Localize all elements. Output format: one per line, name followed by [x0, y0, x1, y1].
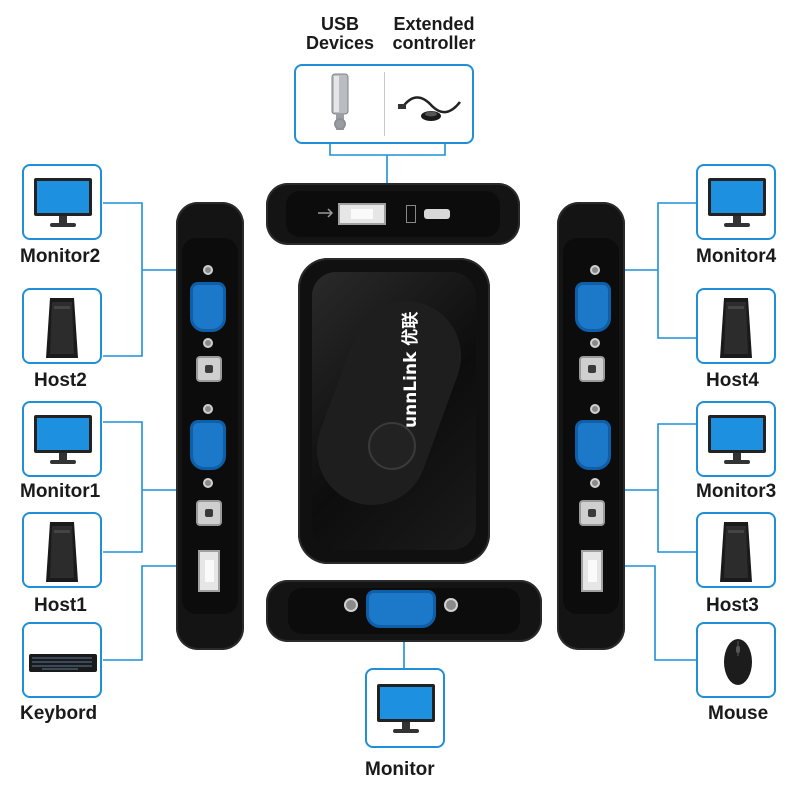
vga-port-3 [575, 420, 611, 470]
vga-port-output [366, 590, 436, 628]
screw [203, 404, 213, 414]
kvm-right-side [557, 202, 625, 650]
monitor3-label: Monitor3 [696, 481, 777, 502]
keyboard-icon [29, 654, 97, 672]
usb-flash-drive-icon [331, 73, 349, 130]
usb-devices-label: USB Devices [305, 14, 375, 53]
monitor4-label: Monitor4 [696, 246, 777, 267]
monitor-label: Monitor [365, 759, 435, 780]
host-pc-icon [46, 298, 78, 358]
host1-label: Host1 [34, 595, 87, 616]
host3-label: Host3 [706, 595, 759, 616]
host1-box [22, 512, 102, 588]
screw [203, 478, 213, 488]
usb-symbol-icon [318, 208, 334, 218]
extended-controller-label: Extended controller [392, 14, 476, 53]
screw [444, 598, 458, 612]
kvm-top-view: unnLink 优联 [298, 258, 490, 564]
kvm-bottom-edge [266, 580, 542, 642]
brand-logo: unnLink 优联 [401, 311, 421, 428]
switch-button [368, 422, 416, 470]
usb-devices-box [294, 64, 474, 144]
monitor3-box [696, 401, 776, 477]
mouse-box [696, 622, 776, 698]
usb-a-port [338, 203, 386, 225]
monitor-icon [34, 415, 92, 464]
keyboard-label: Keybord [20, 703, 98, 724]
vga-port-2 [190, 282, 226, 332]
micro-usb-port [424, 209, 450, 219]
vga-port-1 [190, 420, 226, 470]
monitor-icon [708, 415, 766, 464]
vga-port-4 [575, 282, 611, 332]
screw [590, 478, 600, 488]
monitor-box [365, 668, 445, 748]
monitor-icon [377, 684, 435, 733]
mouse-label: Mouse [708, 703, 769, 724]
monitor1-box [22, 401, 102, 477]
microusb-symbol-icon [406, 205, 416, 223]
screw [203, 338, 213, 348]
kvm-top-edge [266, 183, 520, 245]
monitor2-box [22, 164, 102, 240]
host-pc-icon [720, 522, 752, 582]
kvm-left-side [176, 202, 244, 650]
usb-b-port-3 [579, 500, 605, 526]
usb-a-port-mouse [581, 550, 603, 592]
top-port-panel [286, 191, 500, 237]
screw [344, 598, 358, 612]
host4-box [696, 288, 776, 364]
host2-box [22, 288, 102, 364]
monitor2-label: Monitor2 [20, 246, 101, 267]
monitor-icon [34, 178, 92, 227]
monitor1-label: Monitor1 [20, 481, 101, 502]
host4-label: Host4 [706, 370, 759, 391]
host-pc-icon [720, 298, 752, 358]
host3-box [696, 512, 776, 588]
monitor4-box [696, 164, 776, 240]
usb-a-port-keyboard [198, 550, 220, 592]
extended-controller-icon [398, 96, 461, 121]
mouse-icon [724, 639, 752, 685]
screw [203, 265, 213, 275]
usb-b-port-4 [579, 356, 605, 382]
screw [590, 338, 600, 348]
monitor-icon [708, 178, 766, 227]
keyboard-box [22, 622, 102, 698]
screw [590, 265, 600, 275]
host2-label: Host2 [34, 370, 87, 391]
host-pc-icon [46, 522, 78, 582]
usb-b-port-1 [196, 500, 222, 526]
usb-b-port-2 [196, 356, 222, 382]
divider [384, 72, 385, 136]
screw [590, 404, 600, 414]
